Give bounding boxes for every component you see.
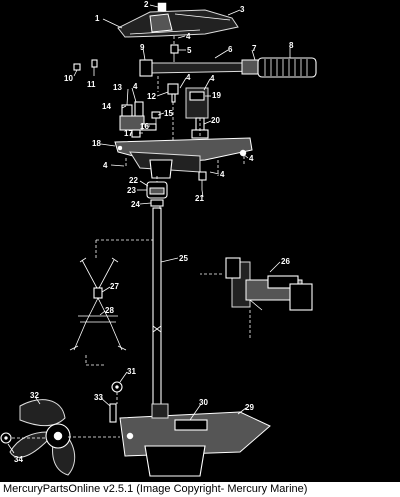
copyright-caption: MercuryPartsOnline v2.5.1 (Image Copyrig… <box>0 482 400 497</box>
callout-27: 27 <box>110 282 119 291</box>
callout-4e: 4 <box>249 154 254 163</box>
callout-4g: 4 <box>220 170 225 179</box>
callout-18: 18 <box>92 139 101 148</box>
callout-30: 30 <box>199 398 208 407</box>
part-switch-assembly <box>119 101 161 138</box>
part-clamp-assembly <box>225 257 313 311</box>
callout-4d: 4 <box>133 82 138 91</box>
callout-26: 26 <box>281 257 290 266</box>
callout-16: 16 <box>140 122 149 131</box>
callout-2: 2 <box>144 0 149 9</box>
callout-21: 21 <box>195 194 204 203</box>
callout-14: 14 <box>102 102 111 111</box>
part-pin-33 <box>109 403 117 423</box>
callout-numbers: 1 2 3 4 5 6 7 8 9 10 11 4 4 12 13 4 19 1… <box>14 0 294 464</box>
callout-23: 23 <box>127 186 136 195</box>
part-motor-housing <box>119 403 271 477</box>
callout-4b: 4 <box>186 73 191 82</box>
part-cable-clips <box>69 257 127 351</box>
part-top-cover <box>117 2 239 38</box>
callout-10: 10 <box>64 74 73 83</box>
callout-28: 28 <box>105 306 114 315</box>
callout-1: 1 <box>95 14 100 23</box>
part-collar <box>146 181 168 207</box>
callout-33: 33 <box>94 393 103 402</box>
callout-6: 6 <box>228 45 233 54</box>
part-screw-21 <box>198 171 207 190</box>
part-prop-nut-34 <box>0 432 12 444</box>
callout-12: 12 <box>147 92 156 101</box>
callout-11: 11 <box>87 80 96 89</box>
callout-19: 19 <box>212 91 221 100</box>
part-nut-31 <box>111 381 123 393</box>
callout-7: 7 <box>252 44 257 53</box>
part-propeller <box>9 399 76 476</box>
callout-4c: 4 <box>210 74 215 83</box>
callout-31: 31 <box>127 367 136 376</box>
callout-24: 24 <box>131 200 140 209</box>
callout-29: 29 <box>245 403 254 412</box>
callout-22: 22 <box>129 176 138 185</box>
callout-34: 34 <box>14 455 23 464</box>
callout-4f: 4 <box>103 161 108 170</box>
callout-13: 13 <box>113 83 122 92</box>
part-screw-10 <box>73 63 81 77</box>
part-screw-5 <box>170 44 179 62</box>
callout-4a: 4 <box>186 32 191 41</box>
part-shaft <box>152 207 162 409</box>
callout-8: 8 <box>289 41 294 50</box>
part-fastener-12 <box>167 83 179 103</box>
callout-17: 17 <box>124 129 133 138</box>
callout-20: 20 <box>211 116 220 125</box>
part-tiller-handle <box>139 57 317 78</box>
callout-3: 3 <box>240 5 245 14</box>
callout-9: 9 <box>140 43 145 52</box>
callout-15: 15 <box>164 109 173 118</box>
part-screw-11 <box>91 59 98 76</box>
callout-32: 32 <box>30 391 39 400</box>
leader-lines <box>7 4 291 454</box>
assembly-lines <box>12 36 251 439</box>
callout-5: 5 <box>187 46 192 55</box>
callout-25: 25 <box>179 254 188 263</box>
